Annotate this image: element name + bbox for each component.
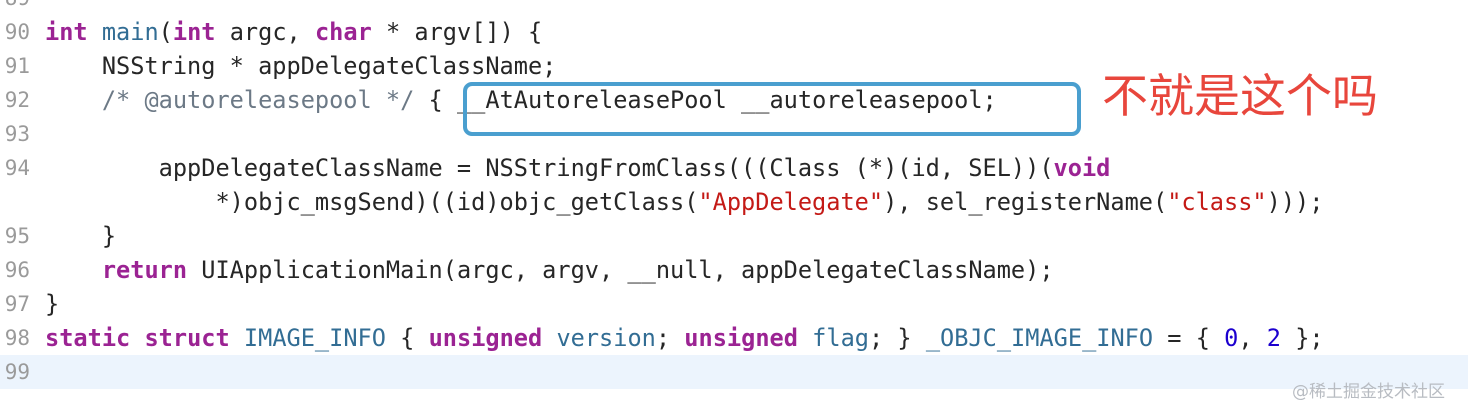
code-text: /* @autoreleasepool */ { __AtAutorelease… [45,83,997,117]
code-token: flag [812,324,869,352]
line-number: 93 [4,122,30,146]
code-line[interactable]: 91 NSString * appDelegateClassName; [0,49,1468,83]
code-line[interactable]: 92 /* @autoreleasepool */ { __AtAutorele… [0,83,1468,117]
code-line[interactable]: 93 [0,117,1468,151]
code-token: appDelegateClassName = NSStringFromClass… [45,154,1054,182]
code-token: struct [144,324,230,352]
code-line[interactable]: 89 [0,0,1468,15]
code-line[interactable]: *)objc_msgSend)((id)objc_getClass("AppDe… [0,185,1468,219]
code-line[interactable]: 94 appDelegateClassName = NSStringFromCl… [0,151,1468,185]
code-text: int main(int argc, char * argv[]) { [45,15,542,49]
line-number: 94 [4,156,30,180]
line-number: 92 [4,88,30,112]
code-token: _OBJC_IMAGE_INFO [925,324,1154,352]
line-number: 98 [4,326,30,350]
annotation-text: 不就是这个吗 [1102,69,1378,123]
code-text: appDelegateClassName = NSStringFromClass… [45,151,1111,185]
line-number: 96 [4,258,30,282]
code-token: unsigned [428,324,543,352]
code-token: static [45,324,131,352]
code-text: *)objc_msgSend)((id)objc_getClass("AppDe… [45,185,1323,219]
line-number: 99 [4,360,30,384]
line-number: 95 [4,224,30,248]
code-token: NSString * appDelegateClassName; [45,52,557,80]
code-text: static struct IMAGE_INFO { unsigned vers… [45,321,1324,355]
code-token: char [314,18,372,46]
code-token: } [45,222,117,250]
code-token: unsigned [684,324,798,352]
code-text: } [45,219,116,253]
code-token: = { [1153,324,1225,352]
code-line[interactable]: 99 [0,355,1468,389]
code-token: void [1053,154,1111,182]
highlight-box [463,82,1081,136]
code-token: *)objc_msgSend)((id)objc_getClass( [45,188,699,216]
code-token: 2 [1266,324,1281,352]
code-token [542,324,556,352]
code-token [230,324,244,352]
line-number: 89 [0,0,30,15]
code-token: argc, [215,18,315,46]
code-token: }; [1280,324,1324,352]
code-text: NSString * appDelegateClassName; [45,49,557,83]
code-token: int [45,18,88,46]
code-token [45,86,102,114]
code-token [45,256,102,284]
code-token [88,18,102,46]
code-line[interactable]: 98 static struct IMAGE_INFO { unsigned ve… [0,321,1468,355]
code-token: return [101,256,188,284]
code-text: return UIApplicationMain(argc, argv, __n… [45,253,1054,287]
line-number: 90 [4,20,30,44]
code-token: } [45,290,60,318]
code-token: ( [158,18,173,46]
code-token: "class" [1167,188,1267,216]
code-line[interactable]: 96 return UIApplicationMain(argc, argv, … [0,253,1468,287]
code-text: } [45,287,59,321]
code-token: int [172,18,216,46]
code-token: ))); [1266,188,1324,216]
watermark: @稀土掘金技术社区 [1292,382,1445,402]
code-token: , [1238,324,1267,352]
code-token [798,324,812,352]
code-token: { [385,324,429,352]
code-token: main [101,18,159,46]
code-token: IMAGE_INFO [243,324,386,352]
code-line[interactable]: 97} [0,287,1468,321]
code-token: version [556,324,656,352]
code-token: UIApplicationMain(argc, argv, __null, ap… [187,256,1054,284]
code-token: ), sel_registerName( [883,188,1168,216]
code-token: "AppDelegate" [698,188,884,216]
code-token [130,324,144,352]
code-token: ; [655,324,685,352]
line-number: 97 [4,292,30,316]
line-number: 91 [4,54,30,78]
code-token: /* @autoreleasepool */ [101,86,415,114]
code-token: { __AtAutoreleasePool __autoreleasepool; [414,86,997,114]
code-token: 0 [1224,324,1239,352]
code-token: * argv[]) { [371,18,543,46]
code-line[interactable]: 95 } [0,219,1468,253]
code-token: ; } [868,324,926,352]
